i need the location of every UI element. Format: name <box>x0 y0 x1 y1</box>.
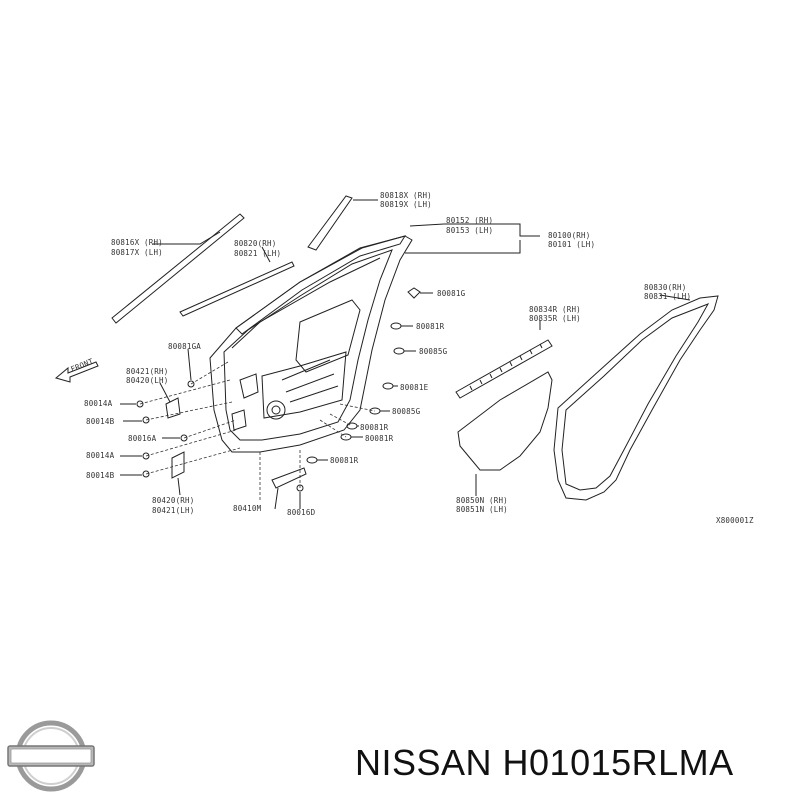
diagram-code: X800001Z <box>716 516 754 525</box>
label-80100: 80100(RH) <box>548 231 590 240</box>
glass-run-part <box>235 235 407 335</box>
label-80014b-2: 80014B <box>86 471 115 480</box>
label-80081g: 80081G <box>437 289 466 298</box>
label-80831: 80831 (LH) <box>644 292 691 301</box>
label-80421-rh: 80421(RH) <box>126 367 168 376</box>
sealing-screen-part <box>457 371 553 471</box>
door-shell-part <box>209 235 413 453</box>
label-80410m: 80410M <box>233 504 262 513</box>
door-weatherstrip-part <box>553 295 719 501</box>
label-80101: 80101 (LH) <box>548 240 595 249</box>
label-80085g-1: 80085G <box>419 347 448 356</box>
label-80014b-1: 80014B <box>86 417 115 426</box>
label-80817x: 80817X (LH) <box>111 248 163 257</box>
nissan-logo <box>7 720 95 792</box>
front-label: FRONT <box>69 357 94 374</box>
label-80016d: 80016D <box>287 508 316 517</box>
part-number-caption: NISSAN H01015RLMA <box>355 742 734 783</box>
label-80014a-2: 80014A <box>86 451 115 460</box>
label-80819x: 80819X (LH) <box>380 200 432 209</box>
label-80081r-1: 80081R <box>416 322 445 331</box>
label-80153: 80153 (LH) <box>446 226 493 235</box>
bolt-16a <box>180 434 188 442</box>
label-80081e: 80081E <box>400 383 429 392</box>
front-arrow-icon <box>54 361 99 383</box>
label-80816x: 80816X (RH) <box>111 238 163 247</box>
grommet-81g <box>407 287 421 299</box>
label-80851n: 80851N (LH) <box>456 505 508 514</box>
label-80835r: 80835R (LH) <box>529 314 581 323</box>
label-80830: 80830(RH) <box>644 283 686 292</box>
label-80081r-3: 80081R <box>365 434 394 443</box>
outer-molding-part <box>111 213 245 324</box>
clip-81e <box>382 382 394 390</box>
label-80016a: 80016A <box>128 434 157 443</box>
label-80850n: 80850N (RH) <box>456 496 508 505</box>
label-80152: 80152 (RH) <box>446 216 493 225</box>
clip-81r-d <box>306 456 318 464</box>
label-80821: 80821 (LH) <box>234 249 281 258</box>
label-80818x: 80818X (RH) <box>380 191 432 200</box>
label-80421-lh: 80421(LH) <box>152 506 194 515</box>
sealing-strip-part <box>455 339 553 399</box>
hinge-upper-part <box>136 397 181 424</box>
check-link-part <box>271 467 307 489</box>
label-80834r: 80834R (RH) <box>529 305 581 314</box>
inner-weatherstrip-part <box>179 261 295 317</box>
clip-85g-a <box>393 347 405 355</box>
label-80081ga: 80081GA <box>168 342 201 351</box>
sash-trim-part <box>307 195 353 251</box>
label-80014a-1: 80014A <box>84 399 113 408</box>
label-80081r-4: 80081R <box>330 456 359 465</box>
label-80420-rh: 80420(RH) <box>152 496 194 505</box>
label-80081r-2: 80081R <box>360 423 389 432</box>
hinge-lower-part <box>142 451 185 479</box>
label-80085g-2: 80085G <box>392 407 421 416</box>
label-80420-lh: 80420(LH) <box>126 376 168 385</box>
clip-81r-a <box>390 322 402 330</box>
clip-81ga <box>187 380 195 388</box>
label-80820: 80820(RH) <box>234 239 276 248</box>
